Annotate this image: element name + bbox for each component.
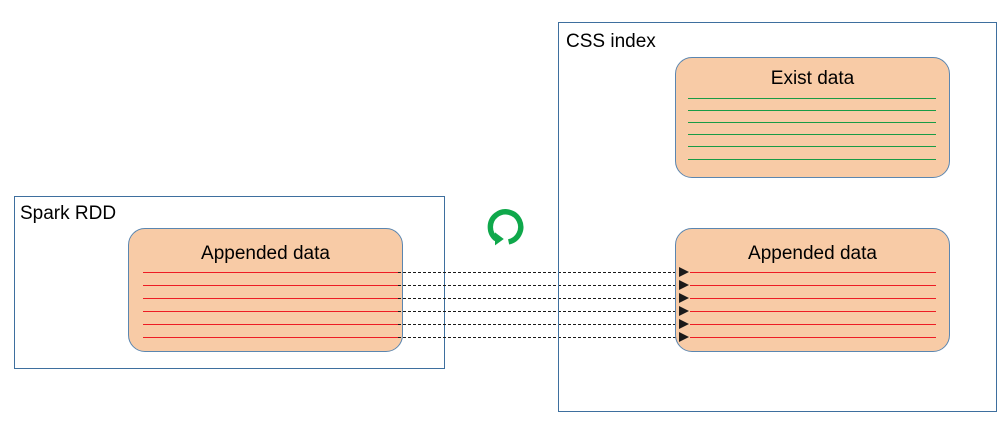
connector-line [398,324,681,325]
data-row-line [688,122,936,123]
data-row-line [690,272,936,273]
css-exist-data-card: Exist data [675,57,950,178]
data-row-line [688,146,936,147]
spark-rdd-container [14,196,445,369]
connector-arrowhead-icon [679,280,689,290]
css-appended-data-card: Appended data [675,228,950,352]
data-row-line [143,311,398,312]
data-row-line [688,159,936,160]
connector-arrowhead-icon [679,332,689,342]
data-row-line [143,324,398,325]
data-row-line [690,311,936,312]
connector-arrowhead-icon [679,306,689,316]
css-appended-data-title: Appended data [748,243,877,264]
data-row-line [688,134,936,135]
data-row-line [690,337,936,338]
connector-line [398,311,681,312]
data-row-line [690,324,936,325]
data-row-line [690,285,936,286]
refresh-sync-icon [484,206,526,248]
spark-appended-data-title: Appended data [201,243,330,264]
connector-line [398,337,681,338]
spark-appended-data-card: Appended data [128,228,403,352]
data-row-line [143,337,398,338]
spark-rdd-label: Spark RDD [20,203,117,224]
data-row-line [143,272,398,273]
connector-line [398,298,681,299]
css-exist-data-title: Exist data [770,68,855,89]
data-row-line [688,110,936,111]
connector-line [398,285,681,286]
data-row-line [690,298,936,299]
css-index-label: CSS index [566,31,656,52]
data-row-line [143,298,398,299]
connector-arrowhead-icon [679,267,689,277]
css-index-container [558,22,997,412]
connector-arrowhead-icon [679,293,689,303]
connector-line [398,272,681,273]
data-row-line [143,285,398,286]
data-row-line [688,98,936,99]
connector-arrowhead-icon [679,319,689,329]
